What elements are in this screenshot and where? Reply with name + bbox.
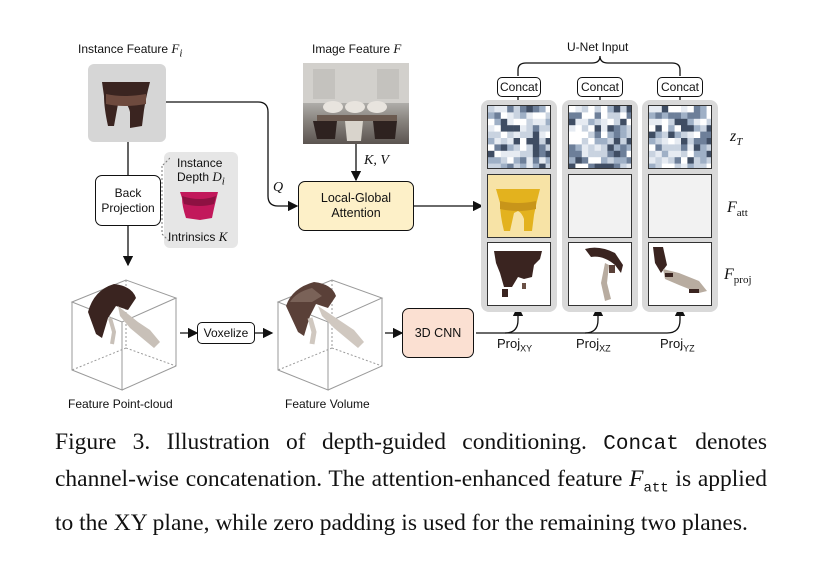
noise-cell-xy <box>487 105 551 169</box>
proj-yz-label: ProjYZ <box>660 336 695 354</box>
fatt-cell-xy <box>487 174 551 238</box>
concat-box-1: Concat <box>497 77 541 97</box>
noise-cell-yz <box>648 105 712 169</box>
concat-box-2: Concat <box>577 77 623 97</box>
fatt-cell-yz <box>648 174 712 238</box>
feature-point-cloud-label: Feature Point-cloud <box>68 397 173 411</box>
proj-xy-label: ProjXY <box>497 336 533 354</box>
arrow-instance-to-attention <box>166 101 299 212</box>
fproj-cell-yz <box>648 242 712 306</box>
feature-volume-label: Feature Volume <box>285 397 370 411</box>
image-feature-label: Image Feature F <box>312 41 402 56</box>
instance-depth-label: Instance Depth Di <box>177 156 225 188</box>
fatt-cell-xz <box>568 174 632 238</box>
fatt-label: Fatt <box>727 199 748 220</box>
feature-volume-cube <box>276 279 384 391</box>
feature-point-cloud-cube <box>70 279 178 391</box>
unet-brace <box>517 55 681 76</box>
fproj-cell-xy <box>487 242 551 306</box>
proj-xz-label: ProjXZ <box>576 336 611 354</box>
fproj-cell-xz <box>568 242 632 306</box>
arrow-cnn-to-projyz <box>585 305 686 334</box>
cnn-3d-box: 3D CNN <box>402 308 474 358</box>
q-label: Q <box>273 180 284 195</box>
concat-box-3: Concat <box>657 77 703 97</box>
local-global-attention-box: Local-Global Attention <box>298 181 414 231</box>
instance-depth-bracket <box>161 157 170 243</box>
unet-input-label: U-Net Input <box>567 40 629 54</box>
figure-caption: Figure 3. Illustration of depth-guided c… <box>55 429 767 536</box>
back-projection-box: Back Projection <box>95 175 161 226</box>
chair-thumbnail <box>102 82 150 128</box>
noise-cell-xz <box>568 105 632 169</box>
zt-label: zT <box>730 128 743 149</box>
intrinsics-label: Intrinsics K <box>168 229 228 244</box>
instance-feature-image <box>88 64 166 142</box>
voxelize-box: Voxelize <box>197 322 255 344</box>
fproj-label: Fproj <box>724 266 752 287</box>
kv-label: K, V <box>364 153 389 168</box>
image-feature-photo <box>303 63 409 144</box>
instance-feature-label: Instance Feature Fi <box>78 41 183 60</box>
depth-map-image <box>176 188 222 224</box>
